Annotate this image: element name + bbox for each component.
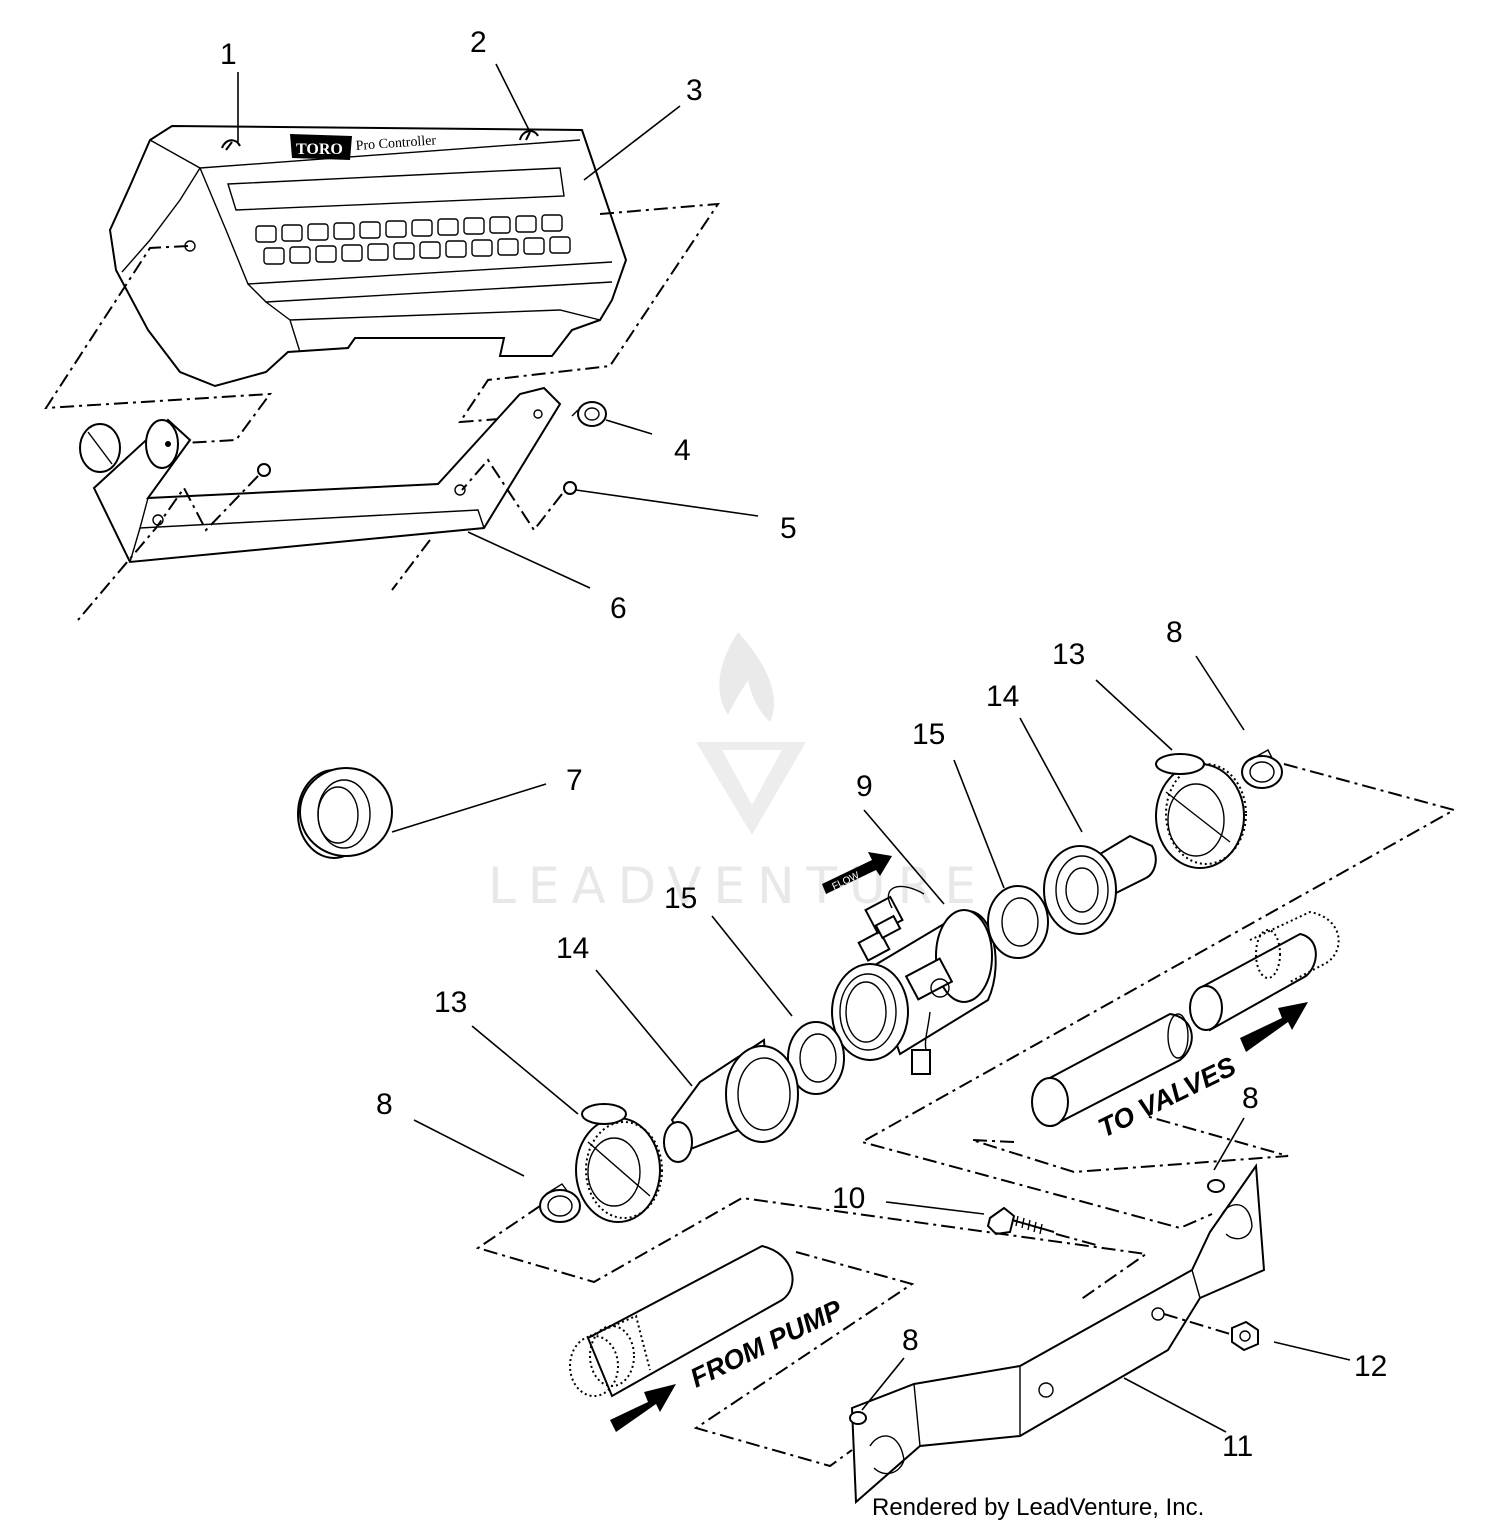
toro-logo: TORO: [290, 134, 352, 160]
part-13-nut-left: [575, 1103, 663, 1223]
part-8-clamp-right: [1241, 749, 1283, 789]
mounting-knob-left: [79, 419, 179, 473]
callout-3: 3: [686, 74, 703, 107]
controller-housing: TORO Pro Controller: [108, 124, 628, 388]
callout-12: 12: [1354, 1350, 1387, 1383]
callout-13-left: 13: [434, 986, 467, 1019]
part-9-flow-meter: [831, 885, 997, 1075]
assembly-line-pump: [693, 1251, 915, 1468]
callout-4: 4: [674, 434, 691, 467]
callout-14-right: 14: [986, 680, 1019, 713]
assembly-line-bracket-bottom: [391, 539, 431, 591]
part-10-screw: [986, 1206, 1055, 1236]
callout-15-right: 15: [912, 718, 945, 751]
part-8-clamp-left: [539, 1183, 581, 1223]
part-1-pin: [221, 139, 241, 151]
callout-14-left: 14: [556, 932, 589, 965]
callout-9: 9: [856, 770, 873, 803]
pipe-to-valves: [1031, 910, 1340, 1127]
watermark-text: LEADVENTURE: [488, 857, 988, 915]
part-5-screw: [257, 463, 577, 495]
part-14-adapter-left: [663, 1038, 799, 1163]
callout-6: 6: [610, 592, 627, 625]
part-12-nut: [1231, 1320, 1259, 1352]
callout-13-right: 13: [1052, 638, 1085, 671]
callout-8-top: 8: [1166, 616, 1183, 649]
assembly-line-valves: [971, 1115, 1289, 1174]
callout-8-left: 8: [376, 1088, 393, 1121]
assembly-line-nut: [1163, 1313, 1231, 1335]
part-15-washer-right: [987, 885, 1049, 959]
callout-8-bottom: 8: [902, 1324, 919, 1357]
pipe-from-pump: [569, 1244, 794, 1398]
part-14-adapter-right: [1043, 834, 1157, 935]
callout-15-left: 15: [664, 882, 697, 915]
from-pump-arrow: [610, 1384, 676, 1432]
keypad: [255, 214, 571, 265]
part-11-mounting-plate: [849, 1163, 1266, 1505]
part-2-pin: [519, 130, 539, 141]
callout-11: 11: [1222, 1430, 1253, 1463]
svg-text:TORO: TORO: [296, 141, 343, 158]
footer-credit: Rendered by LeadVenture, Inc.: [872, 1494, 1205, 1521]
callout-5: 5: [780, 512, 797, 545]
callout-numbers: 1 2 3 4 5 6 7 8 13 14 15 9 15 14 13 8 8 …: [220, 26, 1387, 1463]
assembly-line-housing-left: [44, 245, 273, 445]
callout-1: 1: [220, 38, 237, 71]
assembly-line-housing: [458, 202, 720, 424]
callout-7: 7: [566, 764, 583, 797]
callout-8-valves: 8: [1242, 1082, 1259, 1115]
assembly-line-bracket-right: [461, 458, 563, 532]
callout-10: 10: [832, 1182, 865, 1215]
mounting-bracket: [92, 386, 562, 564]
part-13-nut-right: [1155, 753, 1247, 869]
product-name: Pro Controller: [355, 133, 437, 154]
assembly-line-left: [475, 1196, 1149, 1301]
assembly-line-screw: [1055, 1233, 1101, 1247]
leadventure-watermark: LEADVENTURE: [488, 632, 988, 915]
assembly-line-right: [859, 763, 1457, 1230]
to-valves-arrow: [1240, 1002, 1308, 1052]
part-7-grommet: [297, 767, 393, 859]
part-15-washer-left: [787, 1021, 845, 1095]
callout-2: 2: [470, 26, 487, 59]
part-4-knob: [571, 401, 607, 427]
